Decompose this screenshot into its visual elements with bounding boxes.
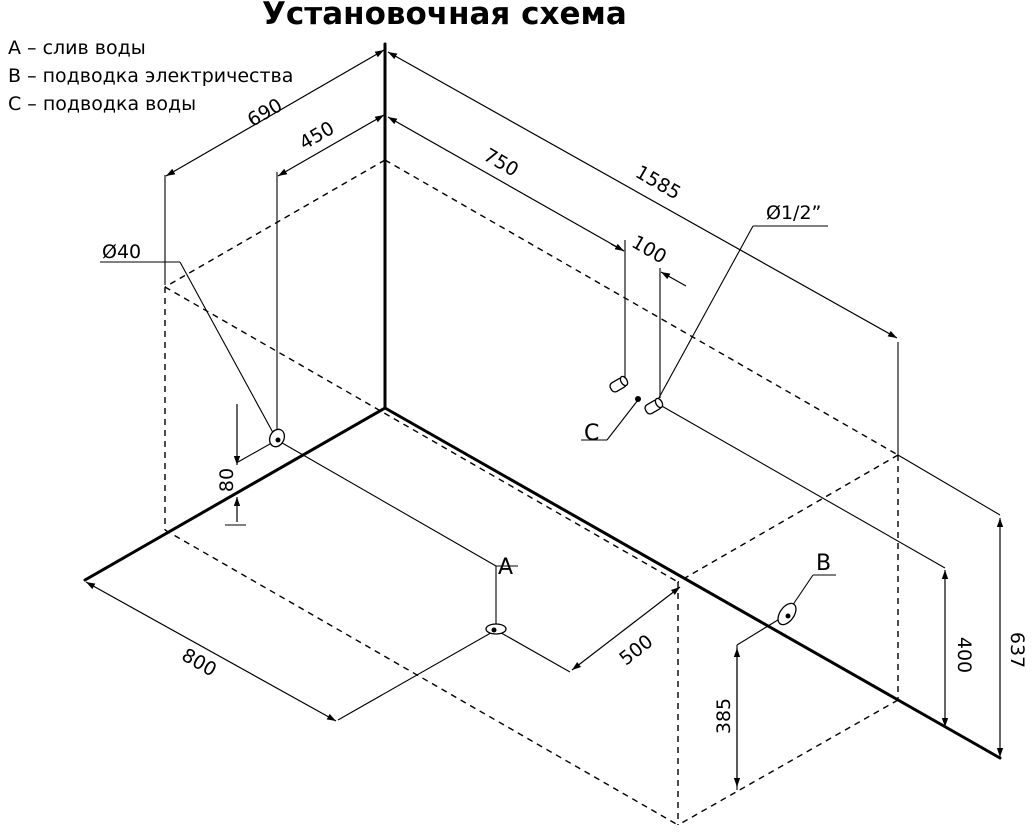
fittings xyxy=(268,375,797,635)
page-title: Установочная схема xyxy=(262,0,627,32)
dim-line-750 xyxy=(387,116,625,252)
dim-line-800 xyxy=(85,581,337,722)
point-c-marker xyxy=(635,396,641,402)
wall-lines xyxy=(83,42,1002,760)
dim-450-label: 450 xyxy=(296,117,338,154)
dim-80-label: 80 xyxy=(216,468,238,492)
dim-100-label: 100 xyxy=(628,231,670,268)
water-pipe-right-icon xyxy=(644,397,664,415)
dim-1585-label: 1585 xyxy=(632,161,685,204)
point-b-label: B xyxy=(816,551,831,576)
dimension-lines xyxy=(85,49,1004,787)
wall-edge-left xyxy=(83,406,387,582)
dim-line-690 xyxy=(165,49,385,177)
dim-800-label: 800 xyxy=(178,644,220,681)
bathtub-outline xyxy=(164,159,899,826)
dim-line-100 xyxy=(610,243,625,252)
dim-500-label: 500 xyxy=(615,630,657,670)
dim-line-500 xyxy=(571,586,681,671)
legend-item-water: C – подводка воды xyxy=(8,93,197,115)
dim-line-100b xyxy=(660,271,687,287)
dim-690-label: 690 xyxy=(244,94,286,131)
dimension-labels: 690 450 750 1585 100 80 800 500 385 400 … xyxy=(178,94,1028,734)
legend-item-drain: A – слив воды xyxy=(8,37,146,59)
water-pipe-diameter-label: Ø1/2” xyxy=(766,202,821,224)
dim-750-label: 750 xyxy=(480,144,522,181)
dim-line-1585 xyxy=(387,51,898,339)
drain-diameter-label: Ø40 xyxy=(102,241,141,263)
callout-labels: Ø40 Ø1/2” A B C xyxy=(102,202,831,580)
water-pipe-left-icon xyxy=(609,375,629,393)
dim-line-450 xyxy=(277,114,385,177)
point-c-label: C xyxy=(584,421,599,446)
dim-400-label: 400 xyxy=(953,637,975,673)
dim-637-label: 637 xyxy=(1006,632,1028,668)
dim-385-label: 385 xyxy=(713,698,735,734)
point-a-label: A xyxy=(498,555,513,580)
